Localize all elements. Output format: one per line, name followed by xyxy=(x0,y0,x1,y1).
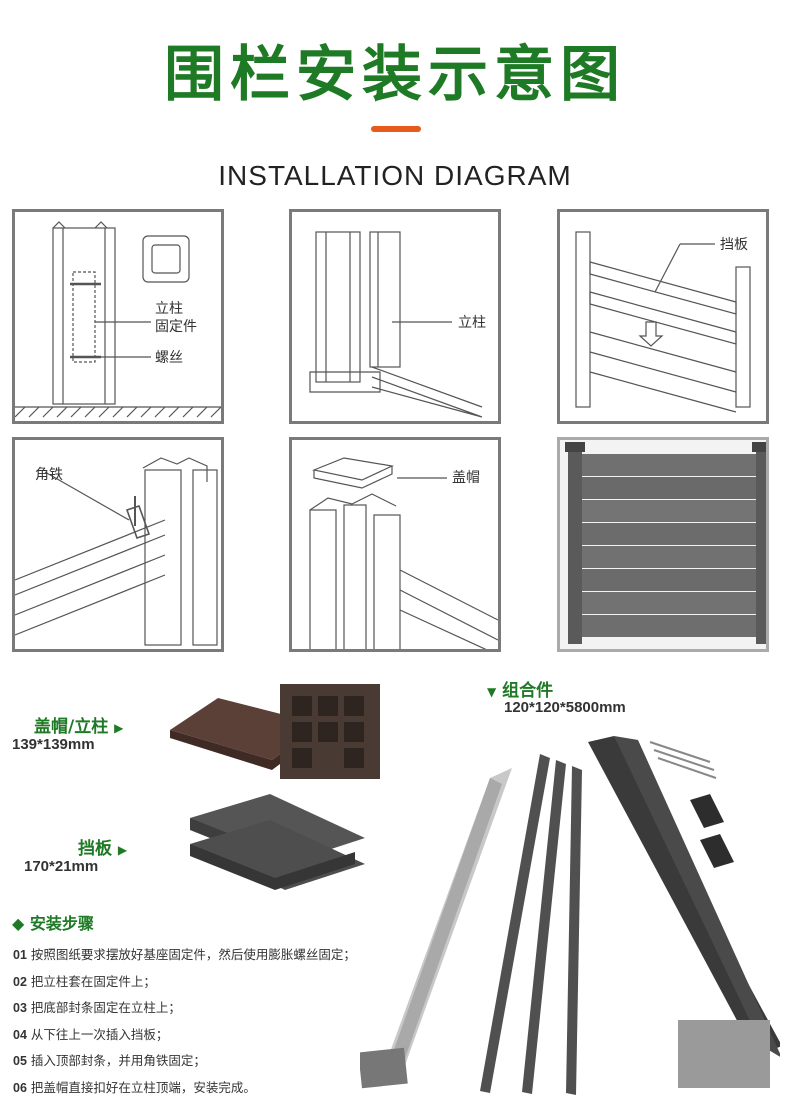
cap-post-photo xyxy=(170,684,380,779)
page-subtitle: INSTALLATION DIAGRAM xyxy=(218,160,572,191)
label-post: 立柱 xyxy=(458,315,486,331)
step-number: 01 xyxy=(13,948,27,962)
board-size: 170*21mm xyxy=(24,858,99,875)
steps-title-text: 安装步骤 xyxy=(29,914,94,933)
label-angle-iron: 角铁 xyxy=(35,467,63,483)
cap-post-size: 139*139mm xyxy=(12,736,95,753)
finished-fence-photo xyxy=(557,437,769,652)
step-text: 把立柱套在固定件上； xyxy=(30,973,156,989)
label-cap: 盖帽 xyxy=(452,470,480,486)
triangle-right-icon: ▶ xyxy=(117,843,128,857)
step-text: 把底部封条固定在立柱上； xyxy=(30,1000,181,1015)
kit-label-text: 组合件 xyxy=(502,681,554,701)
label-post: 立柱 xyxy=(155,301,183,317)
triangle-right-icon: ▶ xyxy=(114,721,124,735)
steps-title: ◆ 安装步骤 xyxy=(12,910,94,934)
kit-label: ▼ 组合件 xyxy=(487,676,553,701)
kit-components-photo xyxy=(360,736,780,1095)
step-text: 插入顶部封条，并用角铁固定； xyxy=(30,1053,206,1068)
step-text: 按照图纸要求摆放好基座固定件，然后使用膨胀螺丝固定； xyxy=(30,947,356,962)
finished-fence-image xyxy=(560,440,766,649)
angle-iron-drawing xyxy=(15,457,218,646)
board-photo xyxy=(190,794,365,890)
page-title: 围栏安装示意图 xyxy=(164,40,626,110)
step-number: 06 xyxy=(13,1080,27,1095)
diagram-panel-post-bracket: 立柱 固定件 螺丝 xyxy=(12,209,224,424)
step-number: 03 xyxy=(13,1001,27,1015)
step-number: 04 xyxy=(13,1027,27,1042)
board-label-text: 挡板 xyxy=(78,839,112,859)
diagram-panel-angle-iron: 角铁 xyxy=(12,437,224,652)
cap-post-label: 盖帽/立柱 ▶ xyxy=(34,712,123,737)
kit-size: 120*120*5800mm xyxy=(504,699,626,716)
label-board: 挡板 xyxy=(720,237,748,253)
title-accent-bar xyxy=(371,126,421,132)
label-screw: 螺丝 xyxy=(155,350,183,366)
diamond-icon: ◆ xyxy=(12,914,25,933)
diagram-panel-board: 挡板 xyxy=(557,209,769,424)
step-text: 把盖帽直接扣好在立柱顶端，安装完成。 xyxy=(30,1079,256,1095)
diagram-panel-post: 立柱 xyxy=(289,209,501,424)
post-bracket-drawing xyxy=(15,221,221,418)
step-number: 05 xyxy=(13,1054,27,1068)
post-drawing xyxy=(309,231,483,418)
diagram-panel-cap: 盖帽 xyxy=(289,437,501,652)
triangle-down-icon: ▼ xyxy=(487,685,497,699)
step-number: 02 xyxy=(13,974,27,989)
board-label: 挡板 ▶ xyxy=(78,834,127,859)
cap-post-label-text: 盖帽/立柱 xyxy=(34,717,109,737)
board-drawing xyxy=(575,231,751,413)
step-text: 从下往上一次插入挡板； xyxy=(30,1026,169,1042)
label-bracket: 固定件 xyxy=(155,319,197,335)
cap-drawing xyxy=(309,457,498,649)
